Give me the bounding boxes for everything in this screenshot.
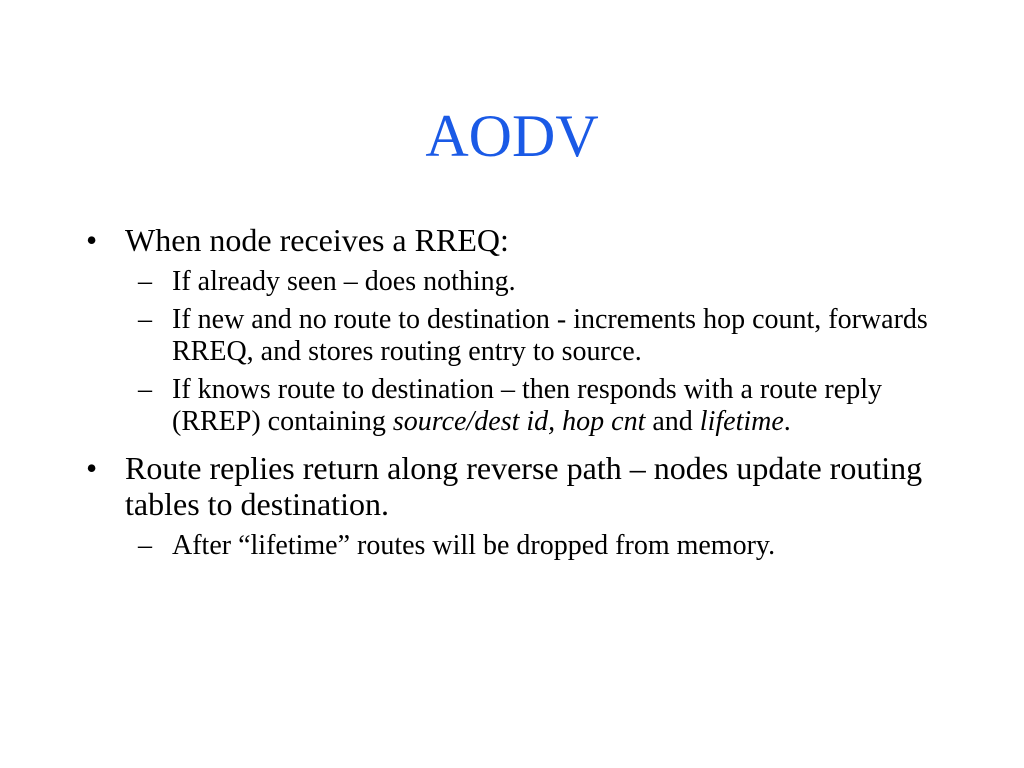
slide-content: • When node receives a RREQ: – If alread… — [80, 222, 960, 574]
bullet-text: Route replies return along reverse path … — [125, 450, 923, 522]
slide-title: AODV — [425, 103, 599, 169]
sub-bullet-text-post: . — [783, 406, 791, 437]
sub-bullet-marker: – — [138, 304, 152, 335]
sub-bullet-item: – If already seen – does nothing. — [80, 266, 960, 298]
sub-bullet-text-pre: If knows route to destination – then res… — [172, 374, 882, 437]
sub-bullet-marker: – — [138, 266, 152, 297]
bullet-text: When node receives a RREQ: — [125, 222, 509, 258]
bullet-item: • Route replies return along reverse pat… — [80, 450, 960, 522]
sub-bullet-text: If already seen – does nothing. — [172, 266, 516, 297]
sub-bullet-item: – If new and no route to destination - i… — [80, 304, 960, 368]
sub-bullet-item: – After “lifetime” routes will be droppe… — [80, 530, 960, 562]
bullet-marker: • — [86, 222, 98, 258]
sub-list: – After “lifetime” routes will be droppe… — [80, 530, 960, 562]
bullet-item: • When node receives a RREQ: — [80, 222, 960, 258]
sub-bullet-text-emphasis: source/dest id, hop cnt — [392, 406, 646, 437]
sub-list: – If already seen – does nothing. – If n… — [80, 266, 960, 438]
sub-bullet-item: – If knows route to destination – then r… — [80, 374, 960, 438]
sub-bullet-text-emphasis: lifetime — [699, 406, 784, 437]
bullet-marker: • — [86, 450, 98, 486]
sub-bullet-marker: – — [138, 374, 152, 405]
sub-bullet-text: If new and no route to destination - inc… — [172, 304, 928, 367]
sub-bullet-text: After “lifetime” routes will be dropped … — [172, 530, 776, 561]
sub-bullet-text-mid: and — [645, 406, 700, 437]
sub-bullet-marker: – — [138, 530, 152, 561]
